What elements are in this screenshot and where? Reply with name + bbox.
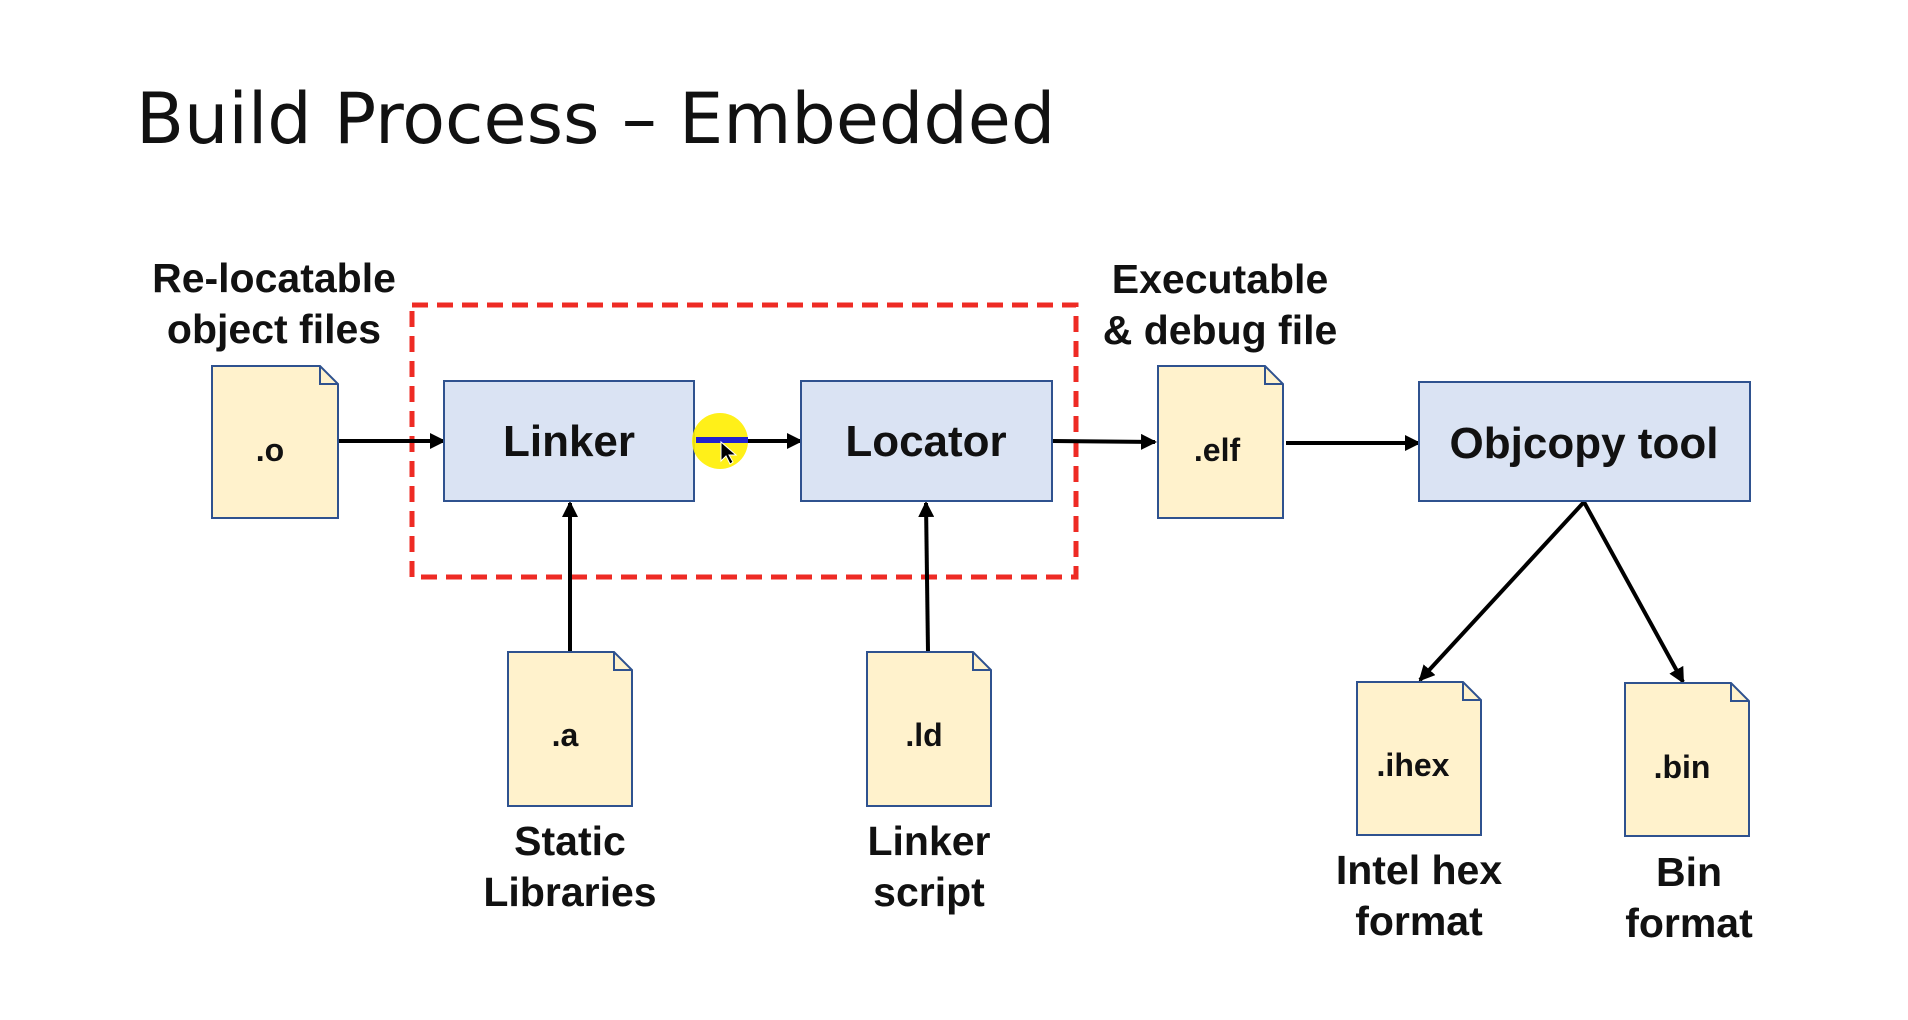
intel-hex-caption-line1: Intel hex (1336, 847, 1503, 893)
linker-box: Linker (443, 380, 695, 502)
linker-label: Linker (503, 417, 635, 466)
objcopy-label: Objcopy tool (1450, 419, 1719, 468)
linker-script-caption-line1: Linker (867, 818, 990, 864)
relocatable-caption: Re-locatable object files (152, 255, 396, 352)
executable-caption: Executable & debug file (1103, 256, 1338, 353)
archive-file-icon: .a (507, 651, 633, 807)
bin-file-label: .bin (1654, 749, 1711, 785)
intel-hex-caption-line2: format (1355, 898, 1483, 944)
linker-script-caption: Linker script (867, 818, 990, 915)
executable-caption-line2: & debug file (1103, 307, 1338, 353)
page-title: Build Process – Embedded (136, 78, 1056, 160)
arrow-ldscript-to-locator (918, 501, 935, 653)
obj-file-icon: .o (211, 365, 339, 519)
arrow-locator-to-elf (1051, 433, 1157, 450)
bin-format-caption: Bin format (1625, 849, 1753, 946)
linker-script-caption-line2: script (873, 869, 985, 915)
obj-file-label: .o (256, 432, 284, 468)
static-libraries-caption-line1: Static (514, 818, 626, 864)
elf-file-label: .elf (1194, 432, 1241, 468)
relocatable-caption-line1: Re-locatable (152, 255, 396, 301)
mouse-pointer-icon (692, 413, 748, 469)
ihex-file-label: .ihex (1377, 747, 1450, 783)
arrow-objcopy-to-bin (1582, 501, 1685, 684)
objcopy-tool-box: Objcopy tool (1418, 381, 1751, 502)
intel-hex-caption: Intel hex format (1336, 847, 1503, 944)
static-libraries-caption: Static Libraries (483, 818, 656, 915)
relocatable-caption-line2: object files (167, 306, 381, 352)
bin-format-caption-line1: Bin (1656, 849, 1722, 895)
linker-script-file-icon: .ld (866, 651, 992, 807)
locator-label: Locator (845, 417, 1006, 466)
locator-box: Locator (800, 380, 1053, 502)
bin-format-caption-line2: format (1625, 900, 1753, 946)
bin-file-icon: .bin (1624, 682, 1750, 837)
static-libraries-caption-line2: Libraries (483, 869, 656, 915)
ihex-file-icon: .ihex (1356, 681, 1482, 836)
linker-script-file-label: .ld (905, 717, 942, 753)
elf-file-icon: .elf (1157, 365, 1284, 519)
arrow-objcopy-to-ihex (1418, 500, 1586, 682)
archive-file-label: .a (552, 717, 579, 753)
executable-caption-line1: Executable (1112, 256, 1329, 302)
